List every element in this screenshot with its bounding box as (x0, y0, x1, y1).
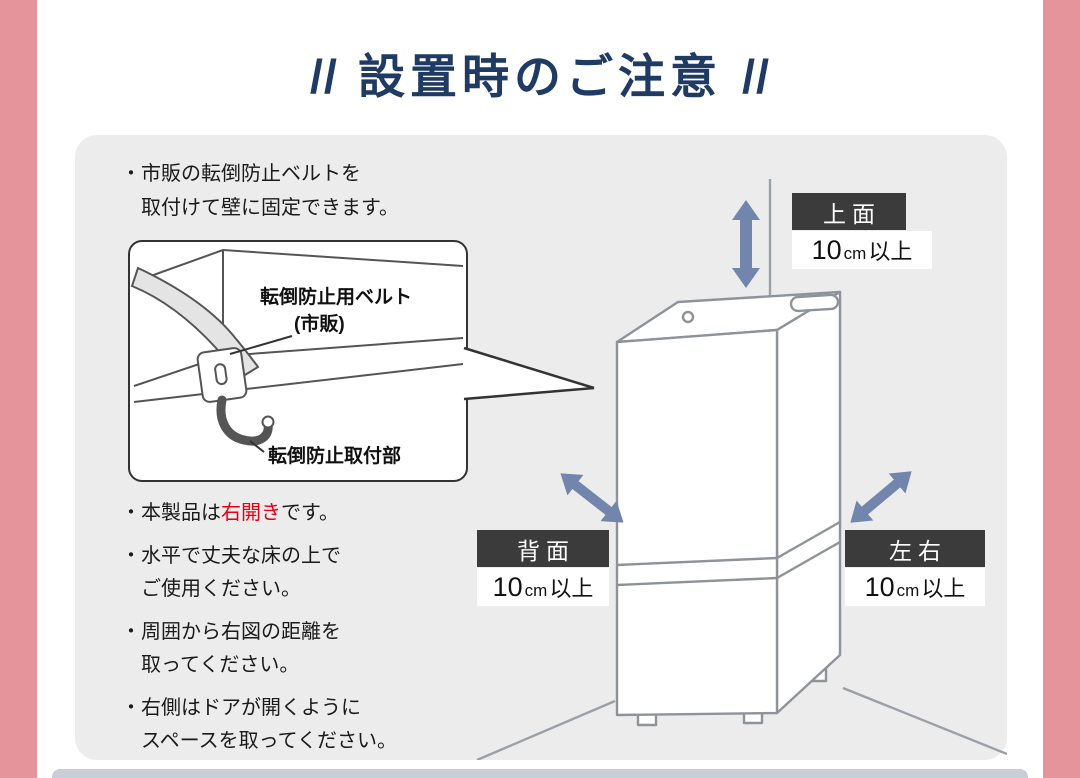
belt-bracket (196, 347, 275, 446)
note-space-line2: スペースを取ってください。 (141, 730, 397, 752)
instruction-panel: ・市販の転倒防止ベルトを 取付けて壁に固定できます。 (75, 135, 1007, 760)
note-opening-pre: ・本製品は (121, 502, 221, 524)
belt-label: 転倒防止用ベルト (市販) (260, 284, 412, 338)
note-distance-line2: 取ってください。 (141, 654, 300, 676)
note-space-line1: ・右側はドアが開くように (121, 697, 361, 719)
clearance-side-unit: cm (896, 581, 920, 600)
note-opening: ・本製品は右開きです。 (121, 497, 397, 530)
note-belt: ・市販の転倒防止ベルトを 取付けて壁に固定できます。 (121, 157, 399, 225)
clearance-side-suffix: 以上 (921, 576, 966, 601)
notes-list: ・本製品は右開きです。 ・水平で丈夫な床の上で ご使用ください。 ・周囲から右図… (121, 497, 397, 768)
leader-lines (229, 335, 293, 453)
belt-diagram-box: 転倒防止用ベルト (市販) 転倒防止取付部 (128, 240, 468, 482)
note-space: ・右側はドアが開くように スペースを取ってください。 (121, 692, 397, 758)
note-floor-line2: ご使用ください。 (141, 578, 301, 600)
note-belt-line1: ・市販の転倒防止ベルトを (121, 163, 361, 185)
arrow-top-icon (732, 200, 760, 288)
page-title-text: 設置時のご注意 (358, 50, 722, 103)
clearance-top-label: 上面 (792, 193, 906, 230)
clearance-back-unit: cm (524, 581, 548, 600)
clearance-top-num: 10 (811, 235, 842, 265)
arrow-side-icon (850, 471, 912, 523)
fridge-top-corner-lines (133, 249, 464, 403)
clearance-back-num: 10 (492, 572, 523, 602)
note-opening-post: です。 (281, 502, 339, 524)
page-title: // 設置時のご注意 // (0, 38, 1080, 107)
belt-label-line1: 転倒防止用ベルト (260, 287, 413, 308)
clearance-side-label: 左右 (845, 530, 985, 567)
title-slash-left: // (309, 50, 338, 103)
note-opening-highlight: 右開き (221, 502, 281, 524)
arrow-back-icon (560, 473, 624, 523)
bracket-label: 転倒防止取付部 (268, 446, 402, 467)
bottom-divider (52, 769, 1028, 778)
callout-pointer (463, 346, 595, 401)
right-accent-bar (1043, 0, 1080, 778)
clearance-side-num: 10 (864, 572, 895, 602)
left-accent-bar (0, 0, 37, 778)
belt-diagram-drawing (130, 249, 464, 453)
note-distance: ・周囲から右図の距離を 取ってください。 (121, 616, 397, 682)
note-distance-line1: ・周囲から右図の距離を (121, 621, 341, 643)
note-belt-line2: 取付けて壁に固定できます。 (141, 197, 399, 219)
refrigerator (615, 290, 842, 727)
belt-label-line2: (市販) (294, 314, 345, 335)
clearance-top-suffix: 以上 (868, 239, 913, 264)
clearance-back-suffix: 以上 (549, 576, 594, 601)
clearance-back-label: 背面 (477, 530, 609, 567)
note-floor: ・水平で丈夫な床の上で ご使用ください。 (121, 540, 397, 606)
clearance-top-unit: cm (843, 244, 867, 263)
title-slash-right: // (742, 50, 771, 103)
note-floor-line1: ・水平で丈夫な床の上で (121, 545, 341, 567)
